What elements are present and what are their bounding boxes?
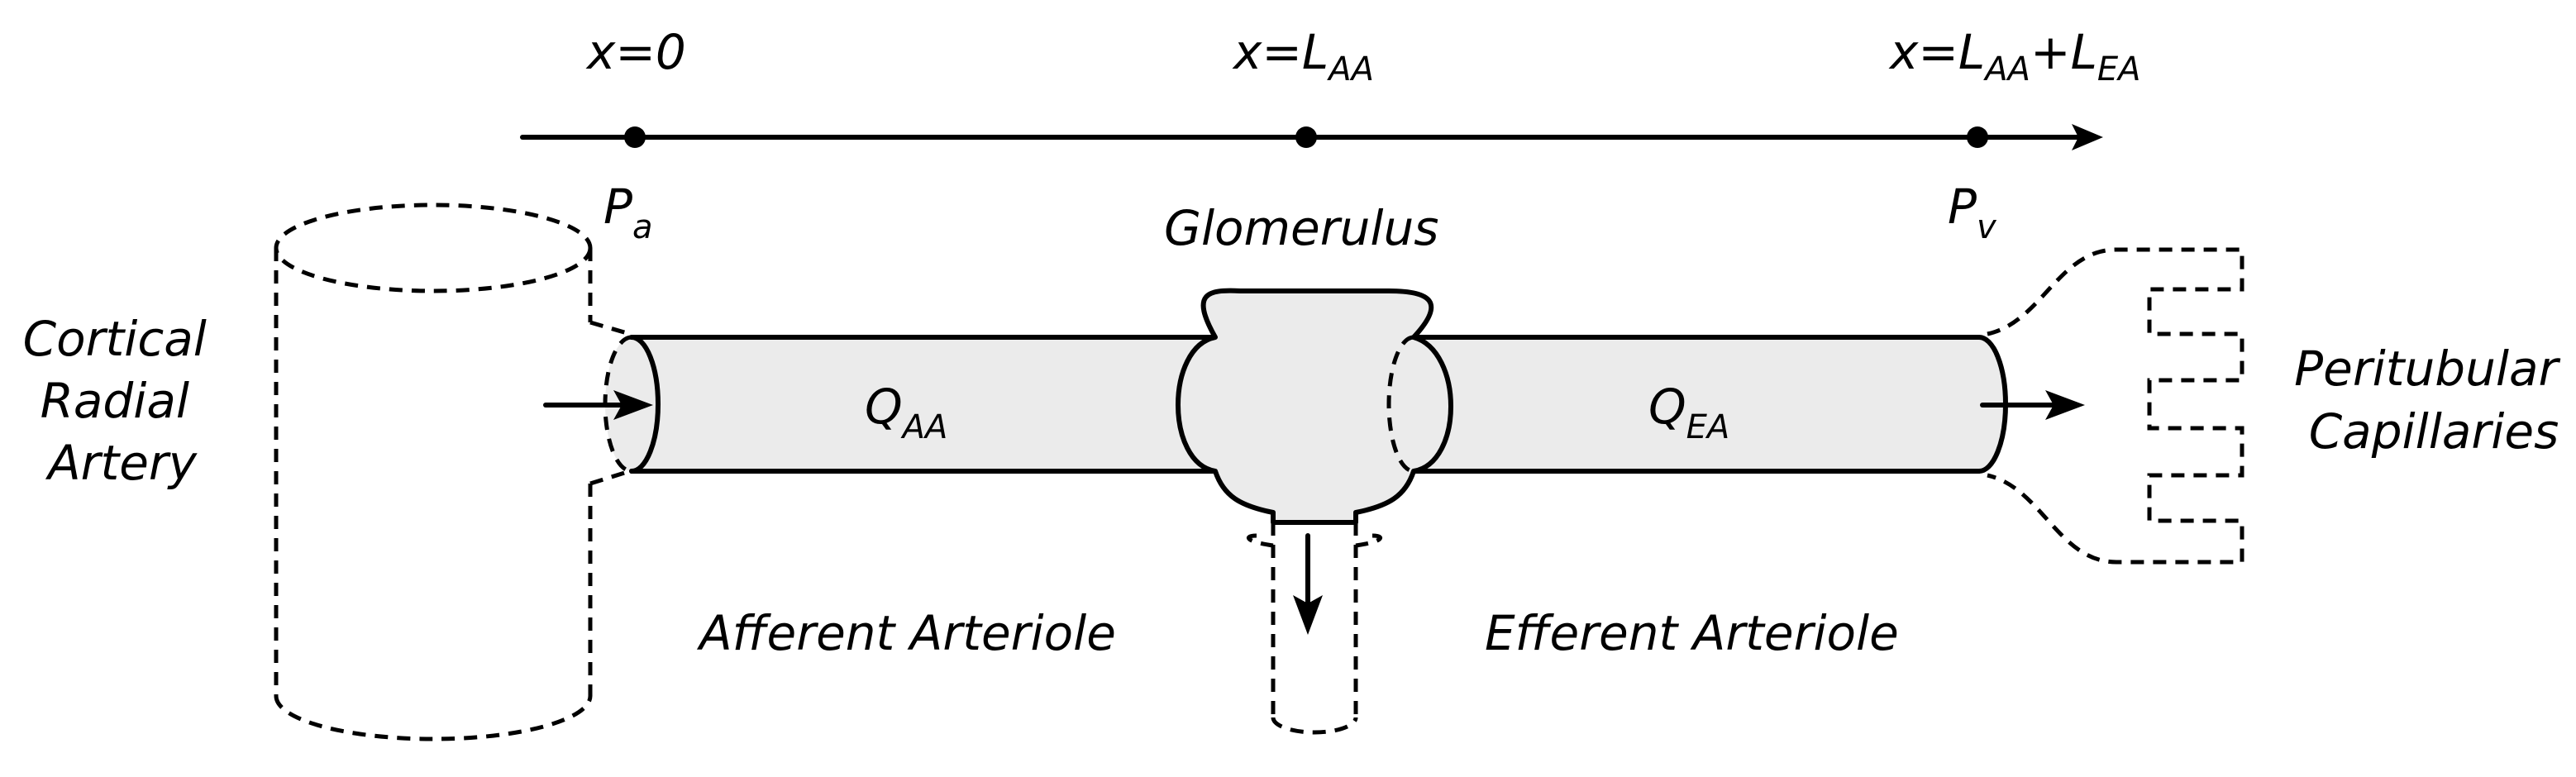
peritubular-capillaries-label: Peritubular Capillaries (2294, 341, 2574, 460)
cortical-radial-artery-shape (274, 203, 631, 741)
axis-point-end (1967, 126, 1988, 148)
inflow-arrowhead (613, 390, 653, 420)
glomerulus-shape (1176, 288, 1453, 735)
efferent-arteriole-tube (1411, 335, 2008, 474)
axis-label-mid: x=LAA (1232, 24, 1374, 88)
cortical-radial-artery-label: Cortical Radial Artery (23, 311, 222, 491)
peritubular-capillaries-shape (1987, 247, 2244, 565)
efferent-arteriole-label: Efferent Arteriole (1485, 605, 1899, 661)
afferent-arteriole-label: Afferent Arteriole (696, 605, 1116, 661)
axis-point-origin (624, 126, 646, 148)
axis-label-end: x=LAA+LEA (1888, 24, 2141, 88)
afferent-arteriole-tube (603, 335, 1218, 474)
pressure-venous-label: Pv (1948, 179, 1997, 246)
axis-point-mid (1295, 126, 1317, 148)
efferent-flow-label: QEA (1648, 379, 1729, 446)
glomerulus-label: Glomerulus (1164, 200, 1438, 256)
pressure-arterial-label: Pa (603, 179, 653, 246)
position-axis: x=0 x=LAA x=LAA+LEA (520, 24, 2141, 150)
filtration-arrowhead (1293, 595, 1323, 635)
axis-label-origin: x=0 (585, 24, 686, 80)
afferent-flow-label: QAA (865, 379, 947, 446)
axis-arrowhead (2072, 124, 2103, 150)
outflow-arrowhead (2045, 390, 2085, 420)
